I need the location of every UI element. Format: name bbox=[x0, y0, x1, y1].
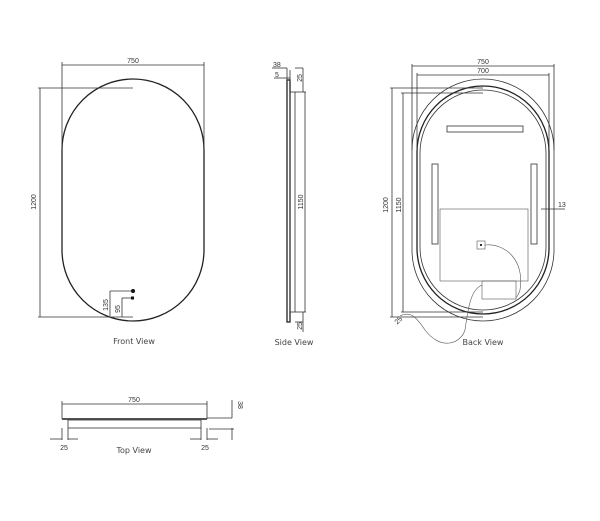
led-strip-left bbox=[431, 163, 439, 245]
top-width-dim: 750 bbox=[128, 397, 140, 404]
side-inner-height-dim: 1150 bbox=[298, 194, 305, 209]
front-mirror-outline bbox=[61, 78, 205, 322]
back-cable-dim: 25 bbox=[394, 316, 405, 327]
side-bottom-offset-dim: 25 bbox=[297, 322, 304, 330]
sensor-icon bbox=[131, 289, 135, 293]
top-view-label: Top View bbox=[115, 446, 151, 455]
front-view: 750 1200 135 95 Front View bbox=[31, 58, 205, 346]
sensor-icon bbox=[131, 296, 134, 300]
sensor-dim-135: 135 bbox=[103, 299, 110, 311]
back-outer-outline bbox=[411, 78, 555, 322]
sensor-dim-95: 95 bbox=[115, 305, 122, 313]
top-depth-dim: 38 bbox=[236, 401, 243, 409]
back-inner-height-dim: 1150 bbox=[396, 197, 403, 212]
back-view: 750 700 1200 1150 13 25 Back View bbox=[383, 59, 566, 347]
led-strip-right bbox=[530, 163, 538, 245]
back-frame-dim: 13 bbox=[558, 202, 566, 209]
side-view-label: Side View bbox=[275, 338, 314, 347]
side-glass-dim: 5 bbox=[275, 72, 279, 79]
led-strip-top bbox=[446, 125, 524, 133]
side-frame bbox=[289, 91, 296, 313]
back-outer-height-dim: 1200 bbox=[383, 197, 390, 213]
side-glass bbox=[286, 79, 291, 323]
top-right-inset-dim: 25 bbox=[201, 445, 209, 452]
back-view-label: Back View bbox=[463, 338, 504, 347]
driver-box bbox=[481, 280, 517, 300]
back-inner-width-dim: 700 bbox=[477, 68, 489, 75]
top-frame bbox=[67, 419, 202, 429]
side-view: 38 5 25 1150 25 Side View bbox=[272, 62, 314, 347]
top-glass bbox=[62, 418, 207, 420]
driver-panel bbox=[439, 208, 529, 282]
top-view: 750 38 25 25 Top View bbox=[50, 397, 243, 455]
side-top-offset-dim: 25 bbox=[297, 74, 304, 82]
front-view-label: Front View bbox=[113, 337, 155, 346]
top-left-inset-dim: 25 bbox=[60, 445, 68, 452]
front-width-dim: 750 bbox=[127, 58, 139, 65]
back-outer-width-dim: 750 bbox=[477, 59, 489, 66]
front-height-dim: 1200 bbox=[31, 194, 38, 210]
side-depth-dim: 38 bbox=[273, 62, 281, 69]
power-cable bbox=[399, 284, 483, 344]
